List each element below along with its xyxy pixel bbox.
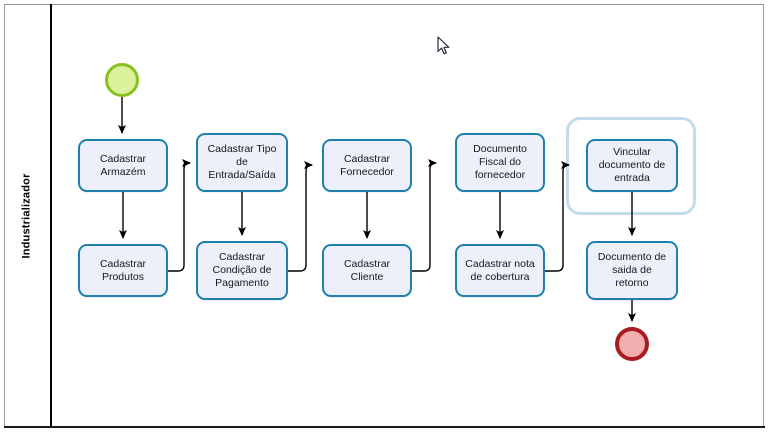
end-event[interactable] [615, 327, 649, 361]
lane-header: Industrializador [4, 4, 50, 427]
lane-divider [50, 4, 52, 427]
start-event[interactable] [105, 63, 139, 97]
pool-bottom-edge [4, 426, 765, 428]
lane-label: Industrializador [21, 172, 34, 259]
